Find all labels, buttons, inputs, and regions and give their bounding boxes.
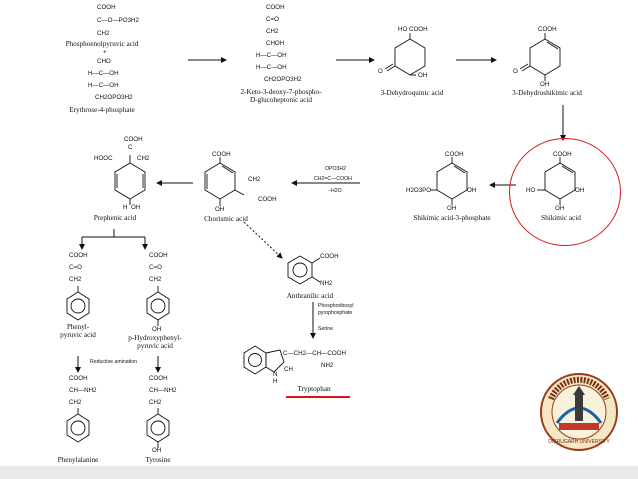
dhq-o: O (378, 68, 383, 75)
shik-label: Shikimic acid (541, 214, 581, 222)
dahp-l0: COOH (266, 4, 285, 11)
prep-ch2: CH2 (137, 155, 150, 162)
phe-l2: CH2 (69, 399, 82, 406)
dahp-l6: CH2OPO3H2 (264, 76, 302, 83)
tyr-oh: OH (152, 447, 162, 454)
dahp-l1: C=O (266, 16, 279, 23)
trp-h: H (273, 378, 278, 385)
dhs-label: 3-Dehydroshikimic acid (512, 89, 582, 97)
s3p-label: Shikimic acid-3-phosphate (413, 214, 491, 222)
trp-n: N (273, 371, 278, 378)
prep-label: Prephenic acid (93, 214, 137, 222)
anth-nh2: NH2 (320, 280, 333, 287)
hpp-label-1: p-Hydroxyphenyl- (128, 334, 182, 342)
e4p-label: Erythrose-4-phosphate (69, 106, 135, 114)
rx-minus-h2o: −H2O (328, 188, 342, 194)
dahp-l4: H—C—OH (256, 52, 287, 59)
prpp-1: Phosphoribosyl (318, 303, 354, 309)
trp-chain: C—CH2—CH—COOH (283, 350, 346, 357)
chor-ch2: CH2 (248, 176, 261, 183)
shik-oh2: OH (555, 205, 565, 212)
s3p-oh2: OH (447, 205, 457, 212)
anth-label: Anthranilic acid (286, 292, 334, 300)
chor-label: Chorismic acid (204, 215, 248, 223)
trp-underline (286, 396, 350, 398)
trp-label: Tryptophan (297, 385, 331, 393)
serine: Serine (318, 326, 333, 332)
prpp-2: pyrophosphate (318, 310, 353, 316)
tyr-l1: CH—NH2 (149, 387, 177, 394)
phe-l1: CH—NH2 (69, 387, 97, 394)
hpp-label-2: pyruvic acid (137, 342, 173, 350)
pep-cooh: COOH (97, 4, 116, 11)
s3p-top: COOH (445, 151, 464, 158)
trp-nh2: NH2 (321, 362, 334, 369)
prep-h: H (123, 204, 128, 211)
dahp-l5: H—C—OH (256, 64, 287, 71)
dahp-l2: CH2 (266, 28, 279, 35)
ppa-l2: CH2 (69, 276, 82, 283)
s3p-po: H2O3PO (406, 187, 432, 194)
dahp-label-1: 2-Keto-3-deoxy-7-phospho- (240, 88, 322, 96)
shik-oh: OH (575, 187, 585, 194)
dahp-l3: CHOH (266, 40, 285, 47)
prep-top: COOH (124, 136, 143, 143)
dhs-oh: OH (540, 81, 550, 88)
s3p-oh: OH (467, 187, 477, 194)
ppa-l1: C=O (69, 264, 82, 271)
hpp-l0: COOH (149, 252, 168, 259)
dhs-top: COOH (538, 26, 557, 33)
ppa-label-2: pyruvic acid (60, 331, 96, 339)
e4p-cho: CHO (97, 58, 111, 65)
dahp-label-2: D-glucoheptonic acid (249, 96, 313, 104)
reductive-amination: Reductive amination (90, 359, 138, 365)
pep-ch2: CH2 (97, 30, 110, 37)
university-seal-logo: DIBRUGARH UNIVERSITY (540, 373, 618, 451)
e4p-choh2: H—C—OH (88, 82, 119, 89)
prep-c: C (128, 144, 133, 151)
chor-oh: OH (215, 206, 225, 213)
rx-ch2-c-cooh: CH2=C—COOH (314, 176, 352, 182)
slide-footer-bar (0, 466, 638, 479)
pep-label: Phosphoenolpyruvic acid (65, 40, 139, 48)
prep-oh: OH (131, 204, 141, 211)
tyr-l2: CH2 (149, 399, 162, 406)
chor-top: COOH (212, 151, 231, 158)
pep-c-o: C—O—PO3H2 (97, 17, 139, 24)
rx-opo3h2: OPO3H2 (325, 166, 347, 172)
hpp-l1: C=O (149, 264, 162, 271)
hpp-oh: OH (152, 326, 162, 333)
plus-sign: + (103, 49, 107, 56)
e4p-ch2opo3h2: CH2OPO3H2 (95, 94, 133, 101)
phe-label: Phenylalanine (57, 456, 99, 464)
ppa-label-1: Phenyl- (66, 323, 90, 331)
tyr-l0: COOH (149, 375, 168, 382)
trp-ch: CH (284, 366, 293, 373)
arrow-chor-to-anth (243, 221, 283, 259)
prep-hooc: HOOC (94, 155, 113, 162)
chor-cooh: COOH (258, 196, 277, 203)
dhs-o: O (513, 68, 518, 75)
dhq-top: HO COOH (398, 26, 428, 33)
shik-top: COOH (553, 151, 572, 158)
ppa-l0: COOH (69, 252, 88, 259)
shik-ho: HO (526, 187, 536, 194)
seal-text: DIBRUGARH UNIVERSITY (548, 439, 610, 445)
anth-cooh: COOH (320, 253, 339, 260)
hpp-l2: CH2 (149, 276, 162, 283)
dhq-oh: OH (418, 72, 428, 79)
tyr-label: Tyrosine (145, 456, 171, 464)
dhq-label: 3-Dehydroquinic acid (380, 89, 444, 97)
phe-l0: COOH (69, 375, 88, 382)
e4p-choh1: H—C—OH (88, 70, 119, 77)
highlight-circle (509, 138, 621, 246)
